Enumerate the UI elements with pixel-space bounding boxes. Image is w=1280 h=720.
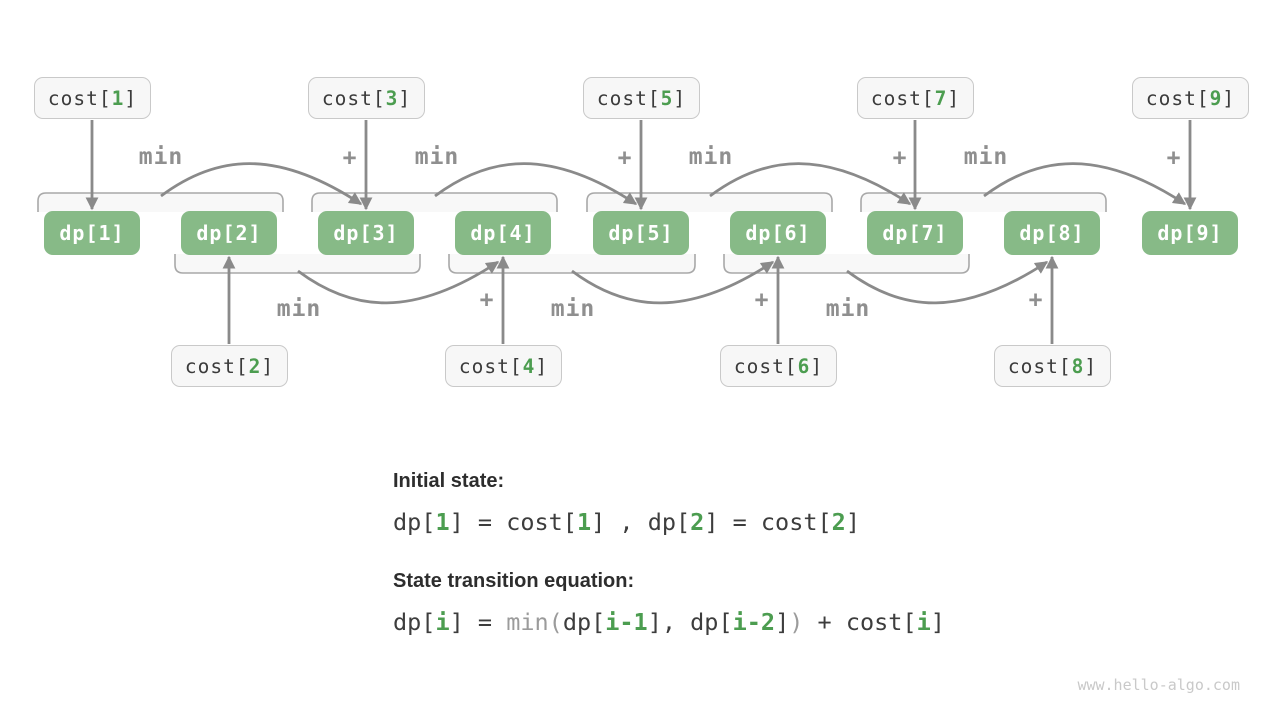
equation-segment: ] <box>845 508 860 536</box>
dp-box-3: dp[3] <box>318 211 414 255</box>
cost-index: 6 <box>797 354 811 378</box>
equation-segment: ] = cost[ <box>449 508 577 536</box>
equation-segment: ] <box>775 608 790 636</box>
bottom-group-brackets <box>174 254 970 274</box>
cost-text: cost[ <box>596 86 661 110</box>
min-label: min <box>825 296 871 322</box>
cost-text: ] <box>810 354 824 378</box>
equation-segment: dp[ <box>393 508 436 536</box>
cost-index: 9 <box>1209 86 1223 110</box>
equation-segment: ] <box>930 608 945 636</box>
equation-segment: dp[ <box>562 608 606 636</box>
cost-index: 4 <box>522 354 536 378</box>
min-label: min <box>688 144 734 170</box>
equation-segment: 2 <box>831 508 846 536</box>
cost-text: cost[ <box>458 354 523 378</box>
cost-text: cost[ <box>321 86 386 110</box>
cost-text: cost[ <box>184 354 249 378</box>
equation-segment: + cost[ <box>803 608 917 636</box>
min-label: min <box>963 144 1009 170</box>
spacer <box>393 537 1013 569</box>
equation-segment: i-1 <box>605 608 648 636</box>
top-group-brackets <box>37 192 1107 212</box>
cost-text: cost[ <box>1007 354 1072 378</box>
cost-index: 1 <box>111 86 125 110</box>
dp-box-4: dp[4] <box>455 211 551 255</box>
cost-text: ] <box>1222 86 1236 110</box>
cost-index: 5 <box>660 86 674 110</box>
plus-label: + <box>479 287 495 313</box>
min-label: min <box>138 144 184 170</box>
cost-box-9: cost[9] <box>1132 77 1249 119</box>
cost-box-2: cost[2] <box>171 345 288 387</box>
cost-box-5: cost[5] <box>583 77 700 119</box>
equation-segment: 2 <box>690 508 705 536</box>
cost-top-arrows <box>85 120 1197 211</box>
cost-text: cost[ <box>733 354 798 378</box>
cost-bottom-arrows <box>222 255 1059 344</box>
cost-text: ] <box>1084 354 1098 378</box>
cost-text: ] <box>947 86 961 110</box>
cost-box-6: cost[6] <box>720 345 837 387</box>
equation-segment: 1 <box>576 508 592 536</box>
min-label: min <box>550 296 596 322</box>
equation-segment: ( <box>548 608 563 636</box>
equation-segment: ] = cost[ <box>704 508 832 536</box>
equation-segment: ], dp[ <box>647 608 733 636</box>
min-curves-bottom <box>297 260 1049 305</box>
cost-box-1: cost[1] <box>34 77 151 119</box>
transition-equation: dp[i] = min(dp[i-1], dp[i-2]) + cost[i] <box>393 607 1013 637</box>
cost-text: ] <box>535 354 549 378</box>
equation-segment: ) <box>789 608 804 636</box>
dp-box-1: dp[1] <box>44 211 140 255</box>
plus-label: + <box>342 145 358 171</box>
dp-box-6: dp[6] <box>730 211 826 255</box>
plus-label: + <box>892 145 908 171</box>
equation-segment: i-2 <box>732 608 776 636</box>
cost-index: 7 <box>934 86 948 110</box>
cost-index: 2 <box>248 354 262 378</box>
cost-index: 3 <box>385 86 399 110</box>
equation-segment: 1 <box>435 508 450 536</box>
equation-segment: ] , dp[ <box>591 508 691 536</box>
cost-text: ] <box>124 86 138 110</box>
plus-label: + <box>1166 145 1182 171</box>
plus-label: + <box>754 287 770 313</box>
plus-label: + <box>1028 287 1044 313</box>
initial-state-equation: dp[1] = cost[1] , dp[2] = cost[2] <box>393 507 1013 537</box>
min-label: min <box>276 296 322 322</box>
min-label: min <box>414 144 460 170</box>
cost-text: ] <box>261 354 275 378</box>
equations-block: Initial state: dp[1] = cost[1] , dp[2] =… <box>393 469 1013 637</box>
cost-box-8: cost[8] <box>994 345 1111 387</box>
cost-text: cost[ <box>1145 86 1210 110</box>
watermark: www.hello-algo.com <box>1077 676 1240 694</box>
cost-box-7: cost[7] <box>857 77 974 119</box>
plus-label: + <box>617 145 633 171</box>
cost-text: ] <box>673 86 687 110</box>
equation-segment: dp[ <box>393 608 436 636</box>
min-curves-top <box>160 162 1187 206</box>
equation-segment: min <box>506 608 549 636</box>
cost-index: 8 <box>1071 354 1085 378</box>
dp-box-8: dp[8] <box>1004 211 1100 255</box>
dp-box-2: dp[2] <box>181 211 277 255</box>
initial-state-title: Initial state: <box>393 470 505 492</box>
equation-segment: i <box>435 608 450 636</box>
dp-box-9: dp[9] <box>1142 211 1238 255</box>
cost-text: ] <box>398 86 412 110</box>
dp-box-7: dp[7] <box>867 211 963 255</box>
equation-segment: i <box>916 608 931 636</box>
transition-title: State transition equation: <box>393 570 635 592</box>
dp-box-5: dp[5] <box>593 211 689 255</box>
equation-segment: ] = <box>449 608 507 636</box>
cost-box-4: cost[4] <box>445 345 562 387</box>
cost-box-3: cost[3] <box>308 77 425 119</box>
cost-text: cost[ <box>47 86 112 110</box>
cost-text: cost[ <box>870 86 935 110</box>
